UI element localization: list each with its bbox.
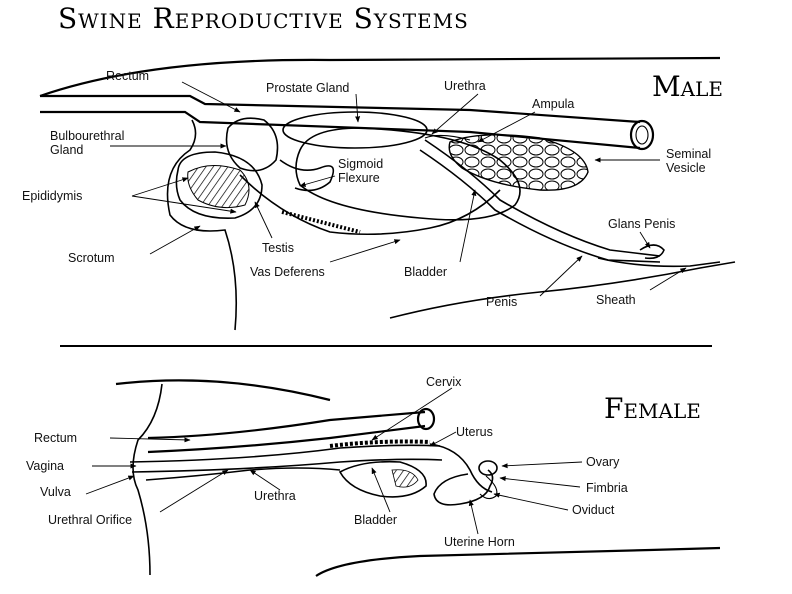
female-bladder-fill — [391, 469, 419, 488]
male-prostate-gland — [282, 111, 428, 149]
female-ovary — [478, 460, 498, 476]
female-vagina — [129, 444, 441, 463]
male-heading: Male — [652, 70, 723, 103]
male-label-vas: Vas Deferens — [250, 265, 325, 279]
female-label-vagina: Vagina — [26, 459, 64, 473]
male-label-ampula: Ampula — [532, 97, 574, 111]
female-label-urethra: Urethra — [254, 489, 296, 503]
male-seminal-vesicle — [448, 134, 589, 191]
male-label-scrotum: Scrotum — [68, 251, 115, 265]
female-label-uterine-horn: Uterine Horn — [444, 535, 515, 549]
male-back-outline — [39, 56, 721, 98]
male-bulbourethral-gland — [225, 117, 279, 172]
female-cervix — [329, 439, 431, 448]
male-label-glans: Glans Penis — [608, 217, 675, 231]
female-label-urethral-orifice: Urethral Orifice — [48, 513, 132, 527]
female-uterus — [429, 443, 493, 493]
female-rump-outline — [132, 383, 163, 576]
male-label-seminal-2: Vesicle — [666, 161, 706, 175]
male-label-sigmoid-1: Sigmoid — [338, 157, 383, 171]
female-label-ovary: Ovary — [586, 455, 620, 469]
female-label-vulva: Vulva — [40, 485, 71, 499]
male-label-penis: Penis — [486, 295, 517, 309]
male-sheath — [597, 257, 721, 268]
female-heading: Female — [604, 392, 701, 425]
male-label-seminal-1: Seminal — [666, 147, 711, 161]
female-section: Female — [26, 375, 721, 577]
female-rectum-tube — [147, 407, 436, 454]
male-label-sigmoid-2: Flexure — [338, 171, 380, 185]
male-label-prostate: Prostate Gland — [266, 81, 349, 95]
male-belly-outline — [389, 261, 736, 319]
female-urethra — [145, 467, 341, 481]
female-label-rectum: Rectum — [34, 431, 77, 445]
male-label-testis: Testis — [262, 241, 294, 255]
male-label-bulbourethral-2: Gland — [50, 143, 83, 157]
male-label-bulbourethral-1: Bulbourethral — [50, 129, 124, 143]
male-glans-penis — [639, 244, 665, 260]
male-rump-outline — [166, 119, 238, 331]
female-label-cervix: Cervix — [426, 375, 462, 389]
male-section: Male — [22, 56, 736, 331]
male-label-urethra: Urethra — [444, 79, 486, 93]
male-label-epididymis: Epididymis — [22, 189, 82, 203]
female-label-uterus: Uterus — [456, 425, 493, 439]
male-label-sheath: Sheath — [596, 293, 636, 307]
female-label-fimbria: Fimbria — [586, 481, 628, 495]
female-label-oviduct: Oviduct — [572, 503, 615, 517]
female-uterine-horn — [433, 469, 494, 506]
female-bladder — [338, 460, 427, 498]
male-penis — [424, 139, 661, 257]
male-testis — [187, 165, 250, 209]
male-label-bladder: Bladder — [404, 265, 447, 279]
male-label-rectum: Rectum — [106, 69, 149, 83]
female-label-bladder: Bladder — [354, 513, 397, 527]
diagram-title: Swine Reproductive Systems — [58, 2, 469, 35]
female-back-outline — [115, 379, 331, 402]
female-belly-outline — [315, 546, 721, 577]
male-ampula — [424, 134, 471, 141]
male-sigmoid-flexure — [279, 159, 335, 192]
male-vas-deferens — [239, 174, 501, 236]
